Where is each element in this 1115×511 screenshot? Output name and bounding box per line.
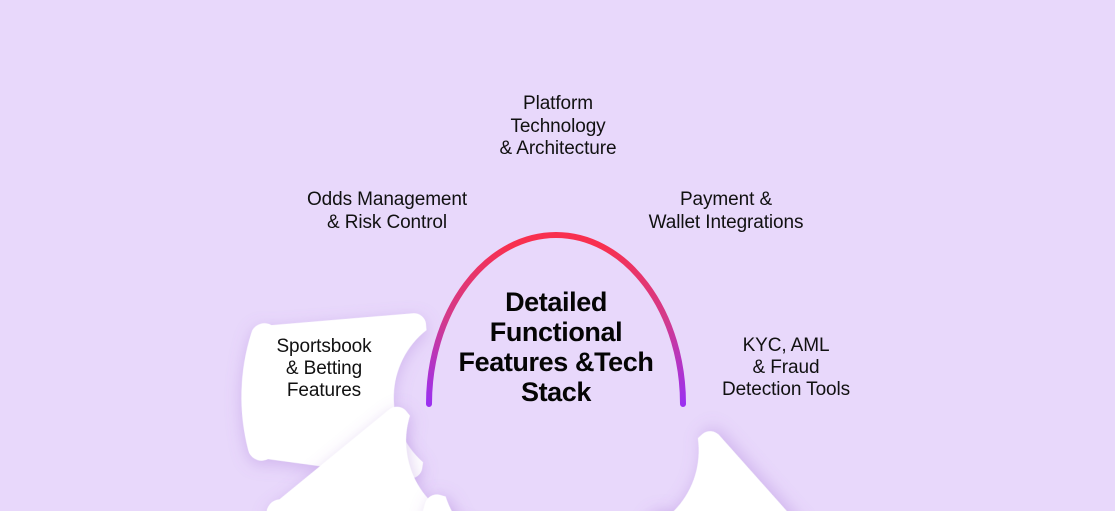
petal-label-odds: Odds Management & Risk Control <box>307 189 468 233</box>
petal-label-payment: Payment & Wallet Integrations <box>649 189 804 233</box>
center-title: Detailed Functional Features &Tech Stack <box>459 287 654 407</box>
petal-label-line: & Architecture <box>500 138 617 159</box>
petal-label-line: Features <box>287 380 361 401</box>
petal-label-platform: Platform Technology & Architecture <box>500 93 617 159</box>
petal-label-line: KYC, AML <box>743 335 830 356</box>
petal-label-line: Technology <box>510 116 606 137</box>
center-title-line: Stack <box>521 377 592 407</box>
petal-kyc-aml-fraud-detection-tools[interactable]: KYC, AML & Fraud Detection Tools <box>598 335 850 511</box>
petal-label-line: Odds Management <box>307 189 468 210</box>
center-title-line: Detailed <box>505 287 607 317</box>
petal-label-sportsbook: Sportsbook & Betting Features <box>276 336 372 401</box>
center-title-line: Functional <box>490 317 623 347</box>
petal-label-line: Platform <box>523 93 593 114</box>
petal-label-line: & Risk Control <box>327 212 447 233</box>
petal-label-line: & Betting <box>286 358 362 379</box>
petal-odds-management-risk-control[interactable]: Odds Management & Risk Control <box>247 189 491 511</box>
center-title-line: Features &Tech <box>459 347 654 377</box>
hub-arc-group <box>426 232 686 407</box>
petal-shape-kyc <box>603 431 825 511</box>
petal-label-line: & Fraud <box>753 357 820 378</box>
petal-label-line: Detection Tools <box>722 379 850 400</box>
hub-arc-left <box>426 232 559 407</box>
petal-label-line: Sportsbook <box>276 336 372 357</box>
petal-label-line: Payment & <box>680 189 772 210</box>
petal-payment-wallet-integrations[interactable]: Payment & Wallet Integrations <box>505 189 804 511</box>
petal-label-line: Wallet Integrations <box>649 212 804 233</box>
petal-label-kyc: KYC, AML & Fraud Detection Tools <box>722 335 850 400</box>
petal-platform-technology-architecture[interactable]: Platform Technology & Architecture <box>362 93 617 511</box>
hub-arc-right <box>553 232 686 407</box>
